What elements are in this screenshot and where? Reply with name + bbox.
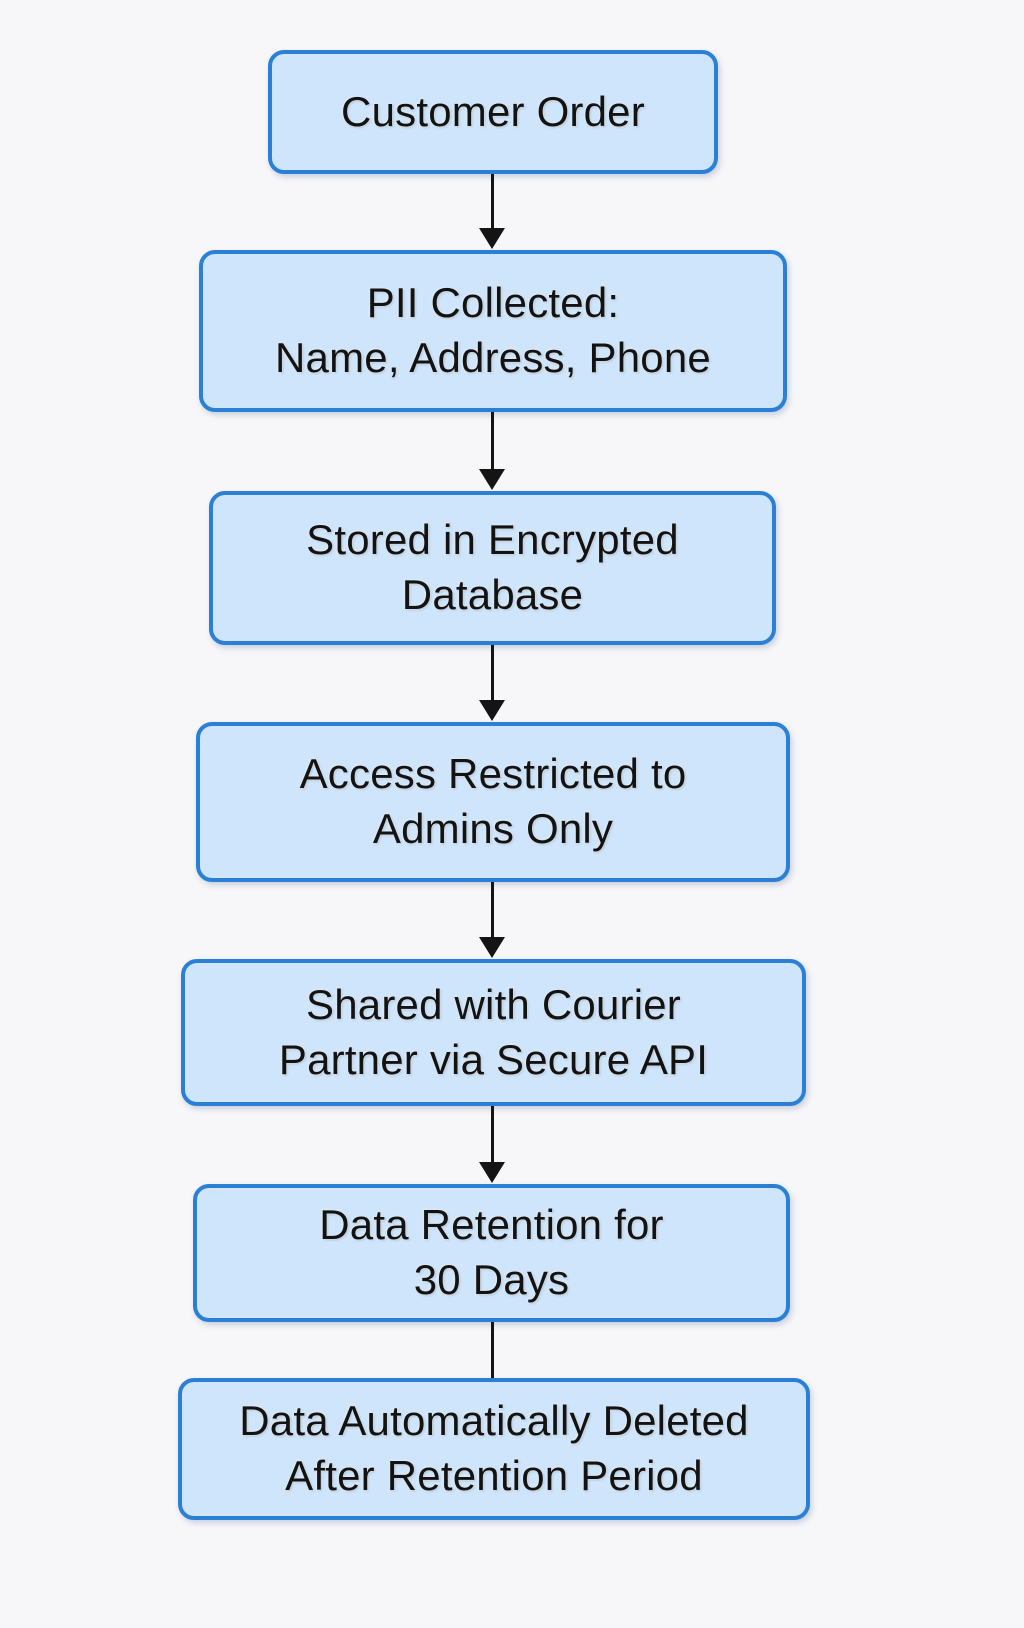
connector-arrow-5 (478, 1106, 506, 1183)
node-stored-encrypted: Stored in Encrypted Database (209, 491, 776, 645)
node-shared-courier: Shared with Courier Partner via Secure A… (181, 959, 806, 1106)
connector-arrow-3 (478, 645, 506, 721)
node-label: Admins Only (372, 805, 614, 852)
connector-arrow-2 (478, 412, 506, 490)
arrow-down-icon (479, 469, 505, 490)
arrow-stem (490, 412, 494, 470)
node-label: Partner via Secure API (278, 1035, 709, 1083)
arrow-down-icon (479, 228, 505, 249)
connector-line-6 (478, 1322, 506, 1378)
node-label: Stored in Encrypted (306, 516, 679, 564)
connector-arrow-1 (478, 174, 506, 249)
node-customer-order: Customer Order (268, 50, 718, 174)
arrow-down-icon (479, 937, 505, 958)
node-label: After Retention Period (285, 1452, 703, 1499)
arrow-down-icon (479, 700, 505, 721)
arrow-stem (490, 174, 494, 229)
node-label: Database (401, 571, 584, 618)
connector-stem (490, 1322, 494, 1378)
arrow-stem (490, 645, 494, 701)
arrow-down-icon (479, 1162, 505, 1183)
node-label: Customer Order (341, 87, 645, 135)
node-label: Data Automatically Deleted (239, 1397, 749, 1445)
node-label: Shared with Courier (306, 980, 681, 1028)
node-label: 30 Days (413, 1256, 570, 1303)
node-label: PII Collected: (366, 279, 620, 327)
node-access-restricted: Access Restricted to Admins Only (196, 722, 790, 882)
node-label: Data Retention for (319, 1201, 664, 1249)
arrow-stem (490, 882, 494, 938)
node-pii-collected: PII Collected: Name, Address, Phone (199, 250, 787, 412)
node-data-deleted: Data Automatically Deleted After Retenti… (178, 1378, 810, 1520)
connector-arrow-4 (478, 882, 506, 958)
node-label: Access Restricted to (299, 750, 687, 798)
arrow-stem (490, 1106, 494, 1163)
node-data-retention: Data Retention for 30 Days (193, 1184, 790, 1322)
node-label: Name, Address, Phone (275, 334, 711, 381)
